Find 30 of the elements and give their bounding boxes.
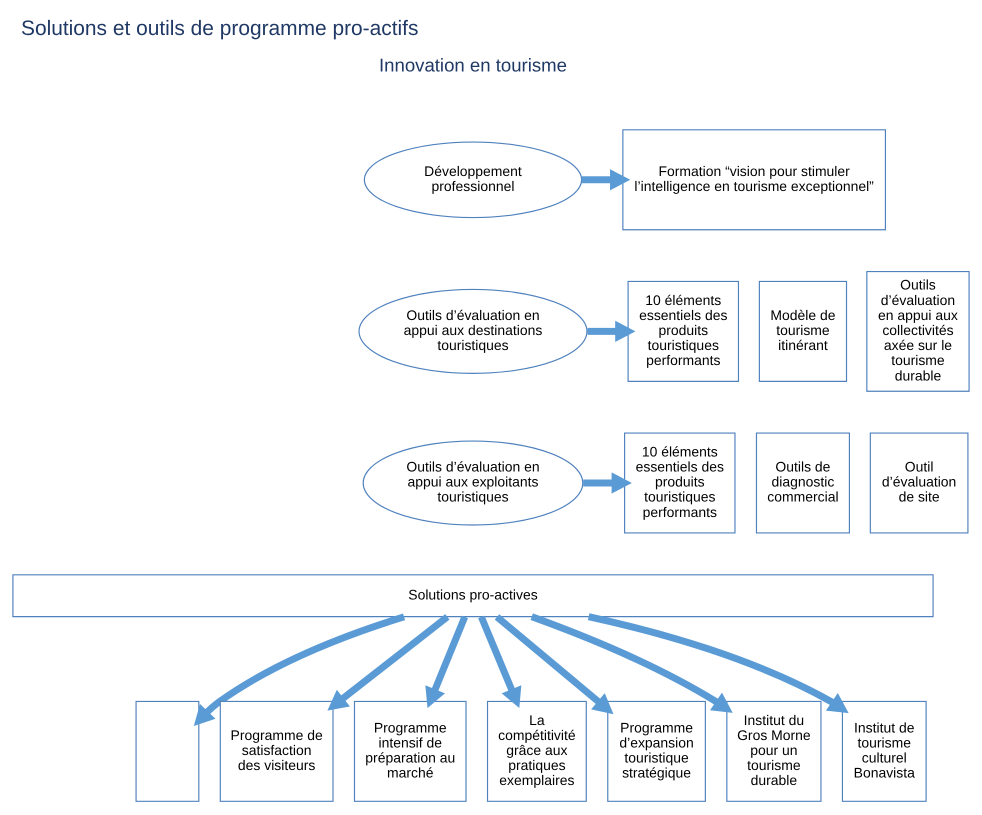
diagram-title: Solutions et outils de programme pro-actifs <box>21 17 418 40</box>
arrow <box>582 169 630 190</box>
node-box: Solutions pro-actives <box>12 574 934 618</box>
node-box: Programme d’expansion touristique stratégique <box>607 700 706 802</box>
node-box: Institut du Gros Morne pour un tourisme durable <box>726 700 822 802</box>
label: Innovation en tourisme <box>379 54 567 76</box>
node-box: Institut de tourisme culturel Bonavista <box>842 700 927 802</box>
node-box: Outils d’évaluation en appui aux collectivités axée sur le tourisme durable <box>866 271 970 392</box>
node-ellipse: Développement professionnel <box>364 141 582 218</box>
arrow <box>494 614 614 714</box>
arrow <box>588 613 849 714</box>
node-box: Formation “vision pour stimuler l’intelligence en tourisme exceptionnel” <box>622 129 886 230</box>
node-box: 10 éléments essentiels des produits touristiques performants <box>628 280 740 382</box>
node-box: Outil d’évaluation de site <box>870 432 968 534</box>
node-box <box>135 700 200 802</box>
arrow <box>425 616 468 708</box>
node-box: Programme de satisfaction des visiteurs <box>220 700 334 802</box>
arrow <box>478 616 522 708</box>
arrow <box>194 613 406 726</box>
node-box: La compétitivité grâce aux pratiques exemplaires <box>486 700 587 802</box>
node-ellipse: Outils d’évaluation en appui aux exploitants touristiques <box>362 440 584 526</box>
node-ellipse: Outils d’évaluation en appui aux destinations touristiques <box>358 288 588 374</box>
node-box: Outils de diagnostic commercial <box>756 432 850 534</box>
arrow <box>530 613 733 713</box>
node-box: Modèle de tourisme itinérant <box>758 280 848 382</box>
arrow <box>583 472 632 494</box>
arrow <box>588 320 636 342</box>
arrow <box>327 614 450 711</box>
node-box: Programme intensif de préparation au marché <box>354 700 467 802</box>
node-box: 10 éléments essentiels des produits touristiques performants <box>624 432 736 534</box>
